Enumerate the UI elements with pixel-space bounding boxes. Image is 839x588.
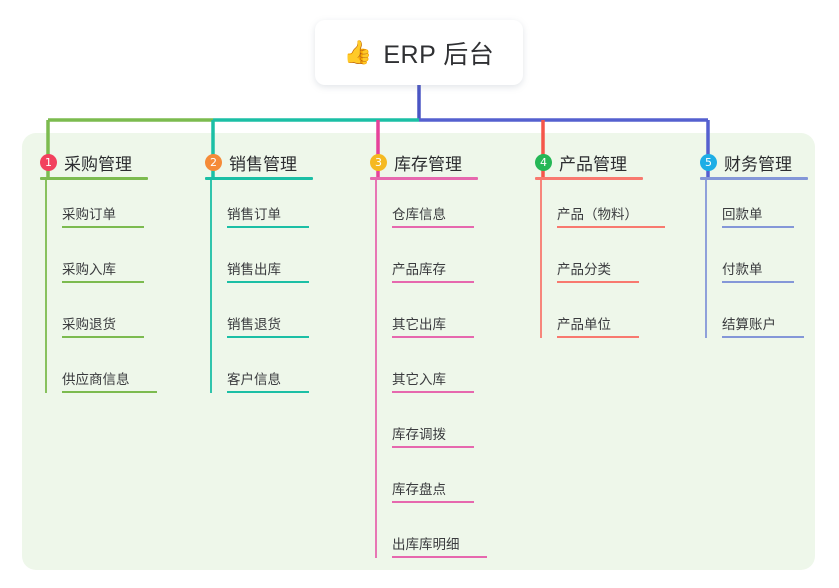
leaf-underline (227, 336, 309, 338)
leaf-label: 出库库明细 (392, 537, 460, 552)
leaf-label: 其它出库 (392, 317, 446, 332)
branch-label: 销售管理 (229, 155, 297, 174)
leaf-label: 结算账户 (722, 317, 776, 332)
leaf-underline (557, 281, 639, 283)
leaf-underline (62, 281, 144, 283)
root-node[interactable]: 👍 ERP 后台 (315, 20, 523, 85)
leaf-underline (557, 336, 639, 338)
leaf-underline (62, 226, 144, 228)
leaf-underline (392, 556, 487, 558)
branch-underline (535, 177, 643, 180)
leaf-item[interactable]: 产品单位 (557, 310, 639, 338)
leaf-underline (722, 281, 794, 283)
branch-badge-5: 5 (700, 154, 717, 171)
leaf-underline (722, 336, 804, 338)
branch-badge-4: 4 (535, 154, 552, 171)
branch-header-5[interactable]: 5 财务管理 (700, 150, 792, 175)
leaf-underline (722, 226, 794, 228)
branch-label: 产品管理 (559, 155, 627, 174)
branch-underline (370, 177, 478, 180)
leaf-label: 采购入库 (62, 262, 116, 277)
branch-header-2[interactable]: 2 销售管理 (205, 150, 297, 175)
leaf-item[interactable]: 采购订单 (62, 200, 144, 228)
leaf-label: 库存调拨 (392, 427, 446, 442)
leaf-item[interactable]: 销售出库 (227, 255, 309, 283)
branch-header-4[interactable]: 4 产品管理 (535, 150, 627, 175)
branch-header-1[interactable]: 1 采购管理 (40, 150, 132, 175)
branch-badge-3: 3 (370, 154, 387, 171)
leaf-underline (392, 446, 474, 448)
leaf-label: 库存盘点 (392, 482, 446, 497)
leaf-underline (392, 281, 474, 283)
leaf-item[interactable]: 产品（物料） (557, 200, 665, 228)
thumbs-up-icon: 👍 (343, 39, 373, 65)
leaf-item[interactable]: 付款单 (722, 255, 794, 283)
branch-underline (40, 177, 148, 180)
leaf-underline (62, 336, 144, 338)
leaf-label: 销售出库 (227, 262, 281, 277)
leaf-underline (392, 226, 474, 228)
leaf-label: 采购退货 (62, 317, 116, 332)
leaf-item[interactable]: 其它出库 (392, 310, 474, 338)
leaf-label: 回款单 (722, 207, 763, 222)
leaf-item[interactable]: 其它入库 (392, 365, 474, 393)
leaf-underline (392, 336, 474, 338)
leaf-item[interactable]: 采购入库 (62, 255, 144, 283)
leaf-underline (62, 391, 157, 393)
leaf-item[interactable]: 客户信息 (227, 365, 309, 393)
leaf-underline (227, 391, 309, 393)
leaf-label: 供应商信息 (62, 372, 130, 387)
branch-underline (700, 177, 808, 180)
leaf-item[interactable]: 结算账户 (722, 310, 804, 338)
leaf-item[interactable]: 销售退货 (227, 310, 309, 338)
leaf-item[interactable]: 仓库信息 (392, 200, 474, 228)
leaf-underline (227, 226, 309, 228)
branch-underline (205, 177, 313, 180)
leaf-item[interactable]: 库存盘点 (392, 475, 474, 503)
leaf-item[interactable]: 销售订单 (227, 200, 309, 228)
branch-label: 采购管理 (64, 155, 132, 174)
leaf-underline (392, 501, 474, 503)
leaf-item[interactable]: 采购退货 (62, 310, 144, 338)
leaf-label: 仓库信息 (392, 207, 446, 222)
leaf-item[interactable]: 产品分类 (557, 255, 639, 283)
leaf-item[interactable]: 回款单 (722, 200, 794, 228)
leaf-item[interactable]: 出库库明细 (392, 530, 487, 558)
leaf-label: 销售订单 (227, 207, 281, 222)
leaf-label: 产品分类 (557, 262, 611, 277)
leaf-item[interactable]: 库存调拨 (392, 420, 474, 448)
leaf-label: 产品单位 (557, 317, 611, 332)
leaf-label: 付款单 (722, 262, 763, 277)
branch-label: 财务管理 (724, 155, 792, 174)
branch-label: 库存管理 (394, 155, 462, 174)
content-panel (22, 133, 815, 570)
leaf-label: 采购订单 (62, 207, 116, 222)
branch-badge-2: 2 (205, 154, 222, 171)
leaf-underline (392, 391, 474, 393)
branch-header-3[interactable]: 3 库存管理 (370, 150, 462, 175)
leaf-label: 客户信息 (227, 372, 281, 387)
leaf-item[interactable]: 供应商信息 (62, 365, 157, 393)
leaf-underline (227, 281, 309, 283)
leaf-label: 销售退货 (227, 317, 281, 332)
root-title: ERP 后台 (383, 40, 495, 69)
branch-badge-1: 1 (40, 154, 57, 171)
leaf-item[interactable]: 产品库存 (392, 255, 474, 283)
leaf-label: 其它入库 (392, 372, 446, 387)
leaf-underline (557, 226, 665, 228)
leaf-label: 产品库存 (392, 262, 446, 277)
leaf-label: 产品（物料） (557, 207, 638, 222)
